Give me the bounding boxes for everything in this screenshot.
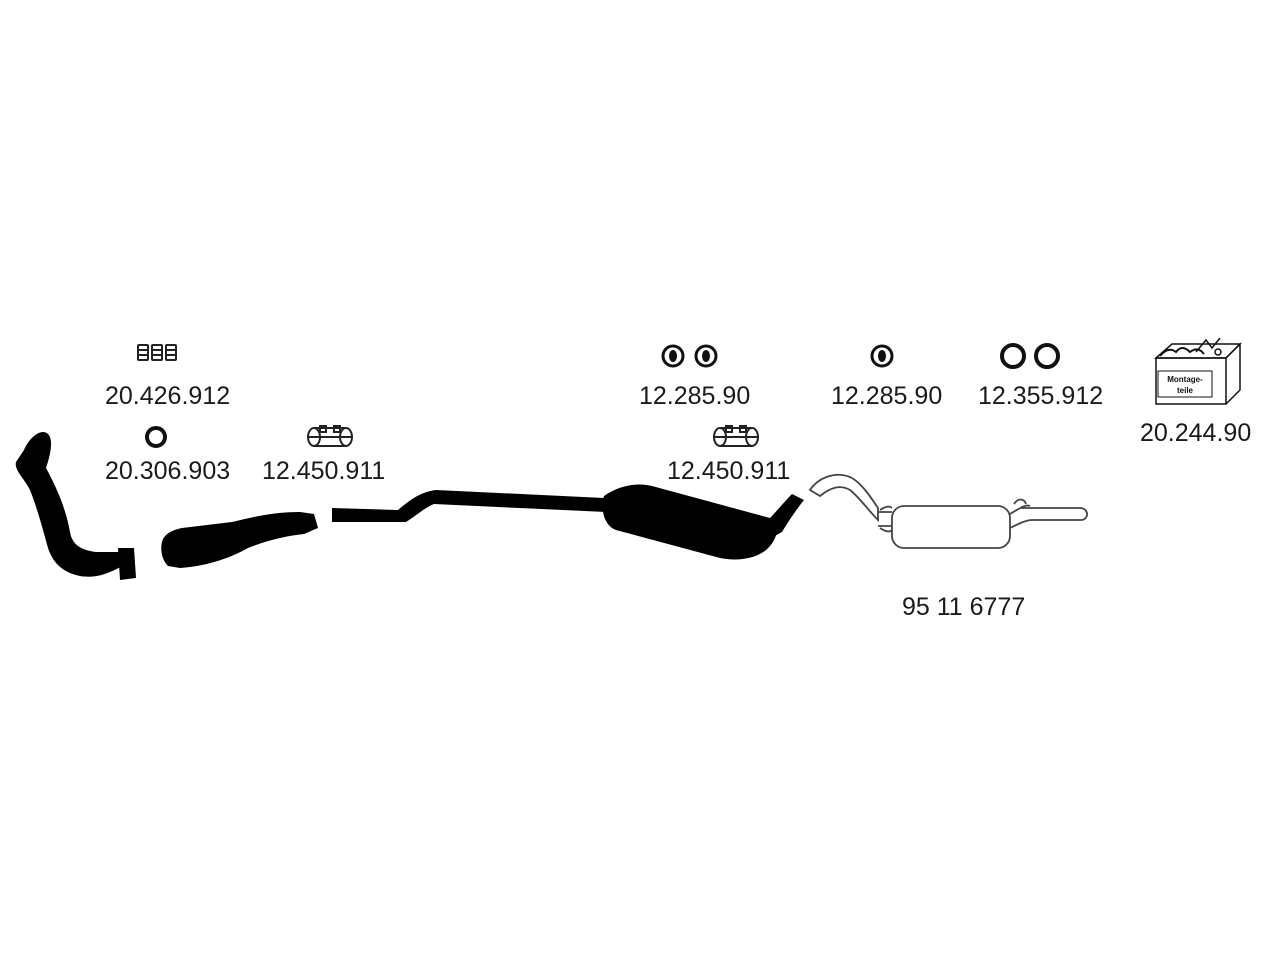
part-number-rear-silencer: 95 11 6777 [902,593,1026,621]
rubber-mount-icon [870,344,894,368]
pipe-clamp-icon-rear [713,425,759,447]
pipe-clamp-icon-front [307,425,353,447]
part-number-clamp-set: 20.426.912 [105,382,231,410]
part-number-seal-ring: 20.306.903 [105,457,231,485]
part-number-front-clamp: 12.450.911 [262,457,386,485]
center-silencer-pipe [332,484,804,560]
rubber-ring-icon [1000,343,1060,369]
svg-text:Montage-: Montage- [1167,375,1203,384]
part-number-rear-clamp: 12.450.911 [667,457,791,485]
part-number-rubber-mount-single: 12.285.90 [831,382,943,410]
rubber-mount-pair-icon [661,344,718,368]
mounting-kit-box-icon: Montage- teile [1154,337,1242,405]
rear-silencer [808,473,1088,549]
part-number-rubber-mounts-pair: 12.285.90 [639,382,751,410]
front-intermediate-pipe [161,512,318,568]
seal-ring-icon [145,426,167,448]
part-number-rubber-rings: 12.355.912 [978,382,1104,410]
clamp-set-icon [137,344,177,361]
front-downpipe [15,431,136,580]
part-number-mounting-kit: 20.244.90 [1140,419,1252,447]
svg-text:teile: teile [1177,386,1194,395]
